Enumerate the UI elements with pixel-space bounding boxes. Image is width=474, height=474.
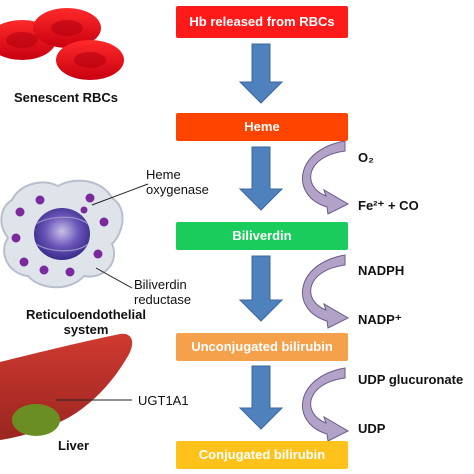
reaction-output-udp: UDP xyxy=(358,421,386,436)
step-hb-released: Hb released from RBCs xyxy=(176,6,348,38)
reaction-output-fe-co: Fe²⁺ + CO xyxy=(358,198,419,213)
down-arrow-icon xyxy=(238,365,284,430)
macrophage-cell-icon xyxy=(0,179,124,289)
label-pointer-lines xyxy=(56,183,149,401)
step-unconjugated-bilirubin: Unconjugated bilirubin xyxy=(176,333,348,361)
step-conjugated-bilirubin: Conjugated bilirubin xyxy=(176,441,348,469)
heme-oxygenase-label: Heme oxygenase xyxy=(146,167,209,197)
step-label: Biliverdin xyxy=(232,228,292,243)
reaction-output-nadp: NADP⁺ xyxy=(358,312,402,327)
step-label: Hb released from RBCs xyxy=(189,14,335,29)
curved-reaction-arrow-icon xyxy=(302,367,350,442)
ugt1a1-label: UGT1A1 xyxy=(138,393,189,408)
red-blood-cells-icon xyxy=(0,8,124,80)
liver-label: Liver xyxy=(58,438,90,453)
reaction-input-o2: O₂ xyxy=(358,150,374,165)
down-arrow-icon xyxy=(238,146,284,211)
curved-reaction-arrow-icon xyxy=(302,140,350,215)
liver-icon xyxy=(0,333,133,440)
senescent-rbcs-label: Senescent RBCs xyxy=(14,90,119,105)
reaction-input-nadph: NADPH xyxy=(358,263,405,278)
curved-reaction-arrow-icon xyxy=(302,254,350,329)
reaction-input-udp-glucuronate: UDP glucuronate xyxy=(358,372,464,387)
biliverdin-reductase-label: Biliverdin reductase xyxy=(134,277,192,307)
step-label: Heme xyxy=(244,119,280,134)
down-arrow-icon xyxy=(238,255,284,322)
step-heme: Heme xyxy=(176,113,348,141)
reticuloendothelial-system-label: Reticuloendothelial system xyxy=(26,307,146,337)
step-label: Conjugated bilirubin xyxy=(198,447,326,462)
step-label: Unconjugated bilirubin xyxy=(191,339,333,354)
down-arrow-icon xyxy=(238,43,284,104)
step-biliverdin: Biliverdin xyxy=(176,222,348,250)
